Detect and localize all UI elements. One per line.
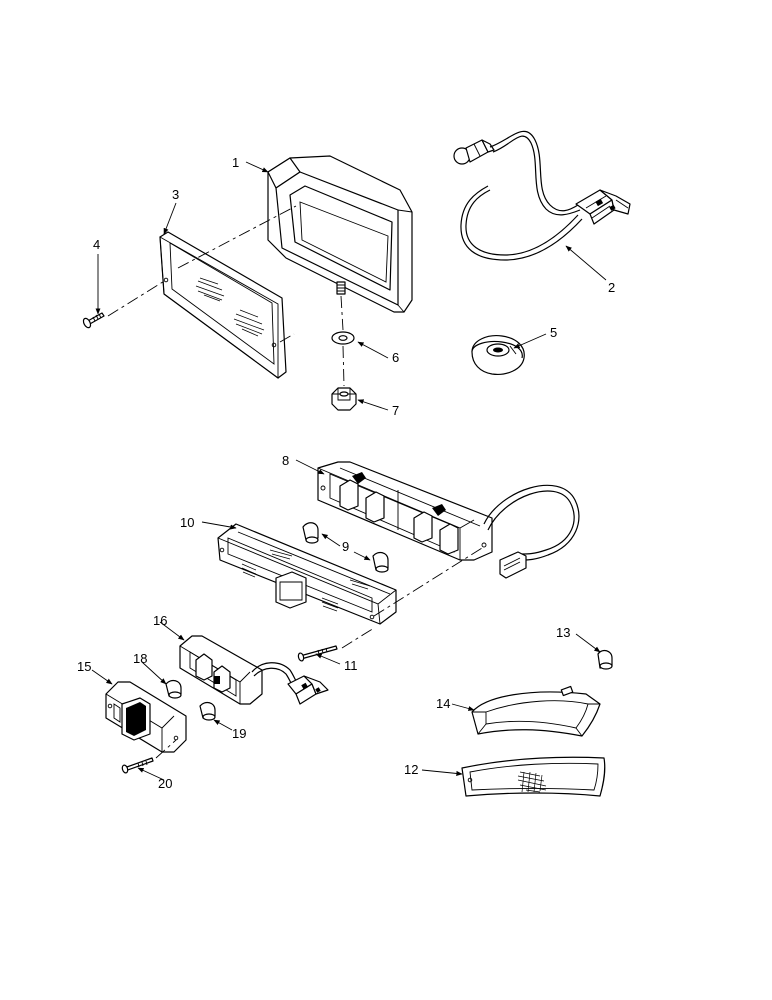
callout-19: 19 — [232, 726, 246, 741]
leader-lines — [91, 161, 607, 781]
part-14-marker-lamp — [471, 685, 601, 737]
leader-12 — [421, 769, 463, 776]
callout-10: 10 — [180, 515, 194, 530]
leader-10 — [201, 521, 237, 530]
callout-9: 9 — [342, 539, 349, 554]
leader-18 — [141, 661, 167, 685]
lens-hatch-upper — [195, 277, 225, 302]
part-5-grommet — [471, 335, 525, 375]
lens-hatch-3 — [269, 549, 293, 560]
callout-8: 8 — [282, 453, 289, 468]
callout-2: 2 — [608, 280, 615, 295]
part-18-bulb — [165, 679, 182, 699]
leader-7 — [357, 399, 389, 411]
part-10-tail-lamp-lens — [217, 523, 397, 625]
leader-19 — [213, 719, 233, 731]
part-13-bulb — [597, 649, 613, 670]
leader-14 — [451, 703, 475, 711]
callout-5: 5 — [550, 325, 557, 340]
callout-11: 11 — [344, 658, 358, 673]
leader-5 — [513, 333, 547, 349]
part-2-bulb-harness — [453, 130, 631, 261]
lens-hatch-4 — [349, 579, 371, 590]
part-20-screw — [121, 757, 154, 774]
callout-16: 16 — [153, 613, 167, 628]
part-9-bulb-a — [302, 522, 319, 544]
lens-hatch-lower — [233, 309, 265, 337]
leader-11 — [315, 653, 341, 665]
part-19-bulb — [199, 701, 216, 721]
part-1-lamp-housing — [267, 155, 413, 313]
lens-hatch-1 — [241, 563, 257, 578]
part-7-nut — [331, 387, 357, 411]
leader-9b — [353, 551, 371, 561]
leader-2 — [565, 245, 607, 281]
leader-3 — [163, 202, 177, 235]
callout-1: 1 — [232, 155, 239, 170]
leader-20 — [137, 767, 165, 781]
callout-6: 6 — [392, 350, 399, 365]
callout-18: 18 — [133, 651, 147, 666]
lens-hatch-2 — [321, 597, 339, 612]
leader-15 — [91, 669, 113, 685]
part-11-screw — [297, 645, 338, 662]
part-15-lamp-lens — [105, 681, 187, 753]
leader-16 — [159, 621, 185, 641]
callout-4: 4 — [93, 237, 100, 252]
callout-20: 20 — [158, 776, 172, 791]
callout-3: 3 — [172, 187, 179, 202]
part-12-marker-lens — [461, 756, 606, 797]
leader-1 — [245, 161, 269, 173]
marker-lens-hatch — [517, 771, 547, 793]
callout-15: 15 — [77, 659, 91, 674]
leader-6 — [357, 341, 389, 359]
part-6-washer — [331, 331, 355, 345]
part-4-screw — [82, 312, 105, 329]
part-9-bulb-b — [372, 551, 389, 573]
part-3-lamp-lens — [159, 231, 287, 379]
part-8-tail-lamp-base — [317, 461, 580, 579]
leader-9a — [321, 533, 341, 547]
callout-labels: 1 2 3 4 5 6 7 8 9 10 11 12 13 14 15 16 1… — [77, 155, 615, 791]
leader-8 — [295, 459, 325, 475]
callout-13: 13 — [556, 625, 570, 640]
leader-13 — [575, 633, 601, 653]
part-16-lamp-base — [179, 635, 329, 705]
callout-7: 7 — [392, 403, 399, 418]
callout-14: 14 — [436, 696, 450, 711]
callout-12: 12 — [404, 762, 418, 777]
assembly-lines — [107, 205, 483, 759]
